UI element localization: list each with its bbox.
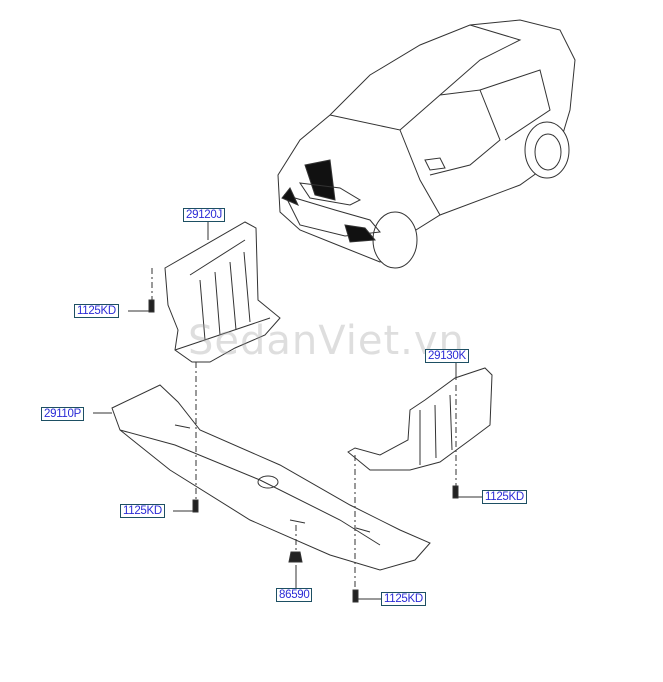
leader-lines (128, 310, 482, 600)
upper-cover-part (164, 221, 281, 363)
side-cover-part (347, 362, 493, 471)
bolt-icon (352, 589, 359, 603)
clip-nut-icon (288, 551, 303, 563)
part-label-1125KD-left[interactable]: 1125KD (120, 504, 165, 518)
part-label-29120J[interactable]: 29120J (183, 208, 225, 222)
car-illustration (277, 19, 576, 269)
fastener-axis-lines (151, 268, 457, 590)
bolt-icon (148, 299, 155, 313)
bolt-icon (452, 485, 459, 499)
part-label-1125KD-upper[interactable]: 1125KD (74, 304, 119, 318)
part-label-1125KD-bottom[interactable]: 1125KD (381, 592, 426, 606)
part-label-86590[interactable]: 86590 (276, 588, 313, 602)
watermark: SedanViet.vn (188, 318, 465, 364)
part-label-29130K[interactable]: 29130K (425, 349, 469, 363)
part-label-1125KD-side[interactable]: 1125KD (482, 490, 527, 504)
main-cover-part (93, 384, 431, 571)
part-label-29110P[interactable]: 29110P (41, 407, 84, 421)
bolt-icon (192, 499, 199, 513)
fasteners (148, 299, 459, 603)
